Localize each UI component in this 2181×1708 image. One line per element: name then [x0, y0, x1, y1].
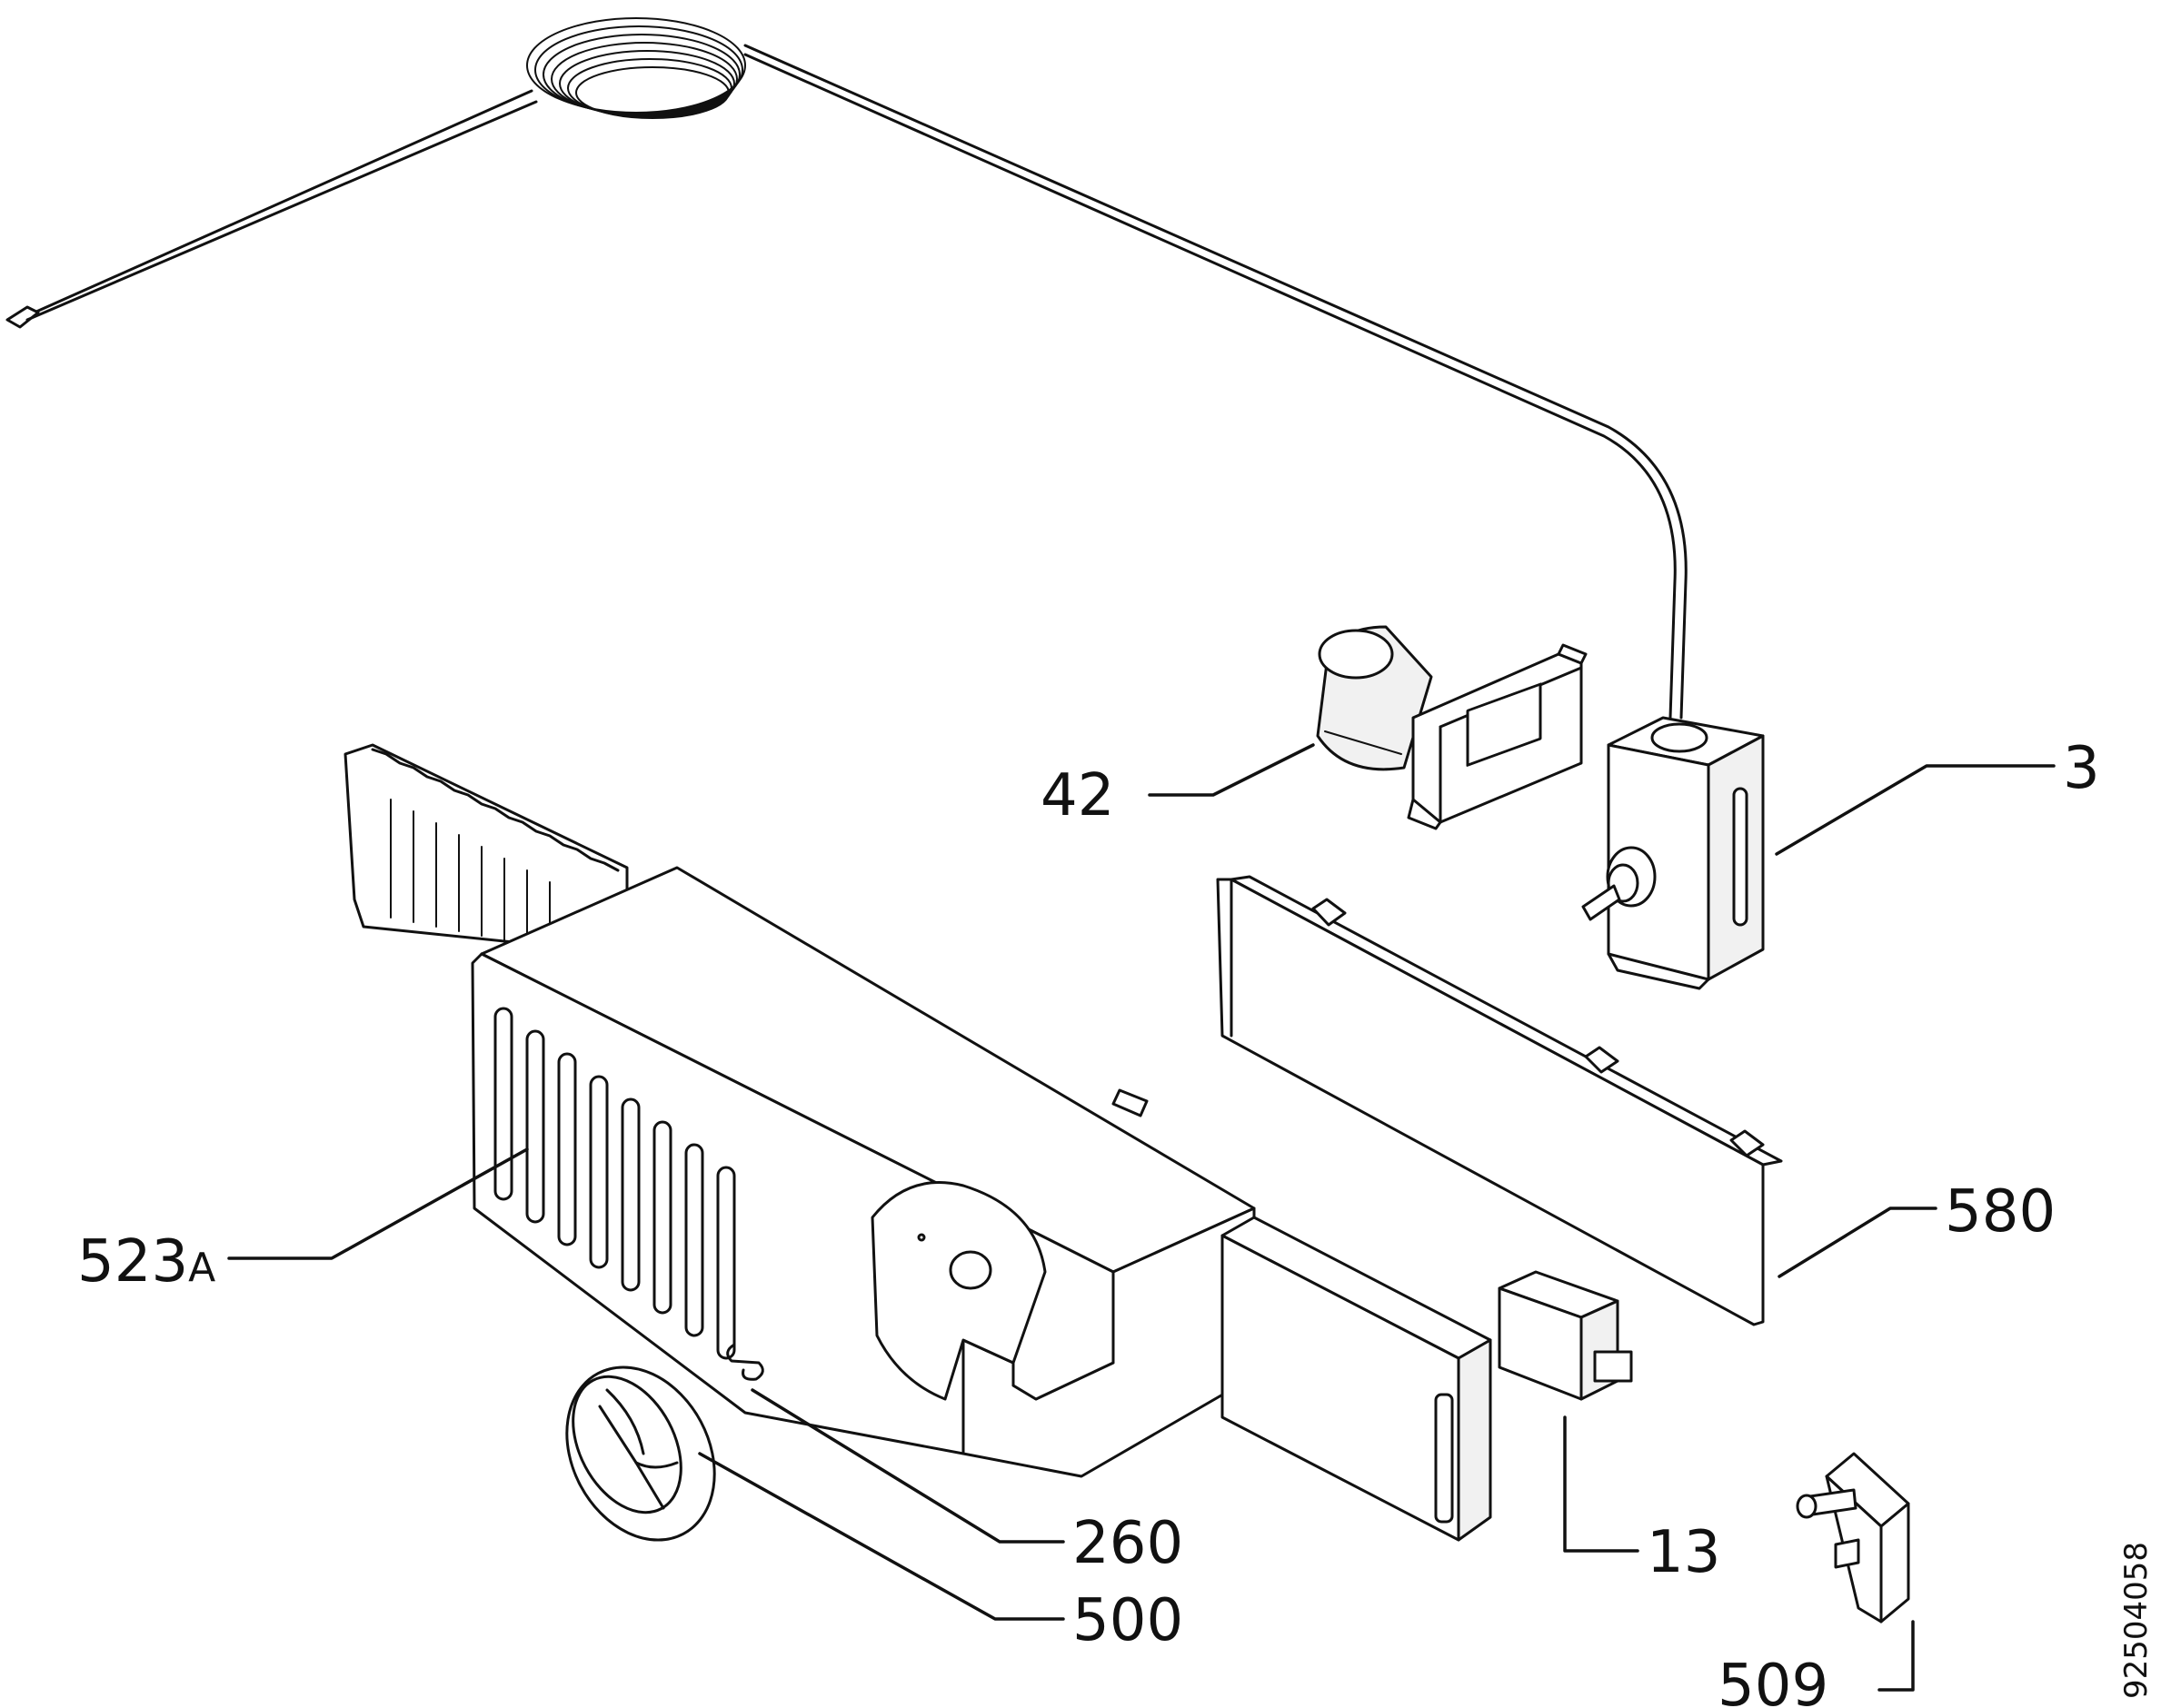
switch-part-13	[1498, 1270, 1633, 1401]
clip-part-509	[1796, 1452, 1910, 1624]
thermostat-shaft	[1581, 846, 1657, 921]
callout-13: 13	[1647, 1519, 1720, 1586]
leader-13	[1563, 1415, 1639, 1553]
leader-42	[1148, 743, 1315, 797]
housing-part-523a	[344, 743, 1256, 1478]
callout-260: 260	[1072, 1510, 1183, 1577]
spring-clip-part-260	[726, 1343, 764, 1381]
leader-500	[698, 1452, 1065, 1621]
lamp-holder-part-42	[1316, 625, 1588, 830]
capillary-coil	[526, 17, 746, 119]
leader-lines	[227, 743, 2056, 1692]
callout-3: 3	[2063, 735, 2100, 802]
leader-580	[1778, 1207, 1937, 1278]
callout-523a: 523A	[77, 1228, 215, 1296]
callout-580: 580	[1945, 1178, 2056, 1246]
leader-260	[751, 1388, 1065, 1544]
capillary-tube	[5, 17, 1688, 720]
leader-523a	[227, 1147, 529, 1260]
thermostat-part-3	[1581, 716, 1765, 990]
knob-part-500	[565, 1365, 716, 1542]
leader-509	[1877, 1620, 1915, 1692]
callout-500: 500	[1072, 1587, 1183, 1654]
housing-rear-ribs	[344, 743, 629, 956]
housing-front-slots	[493, 1007, 736, 1360]
callout-42: 42	[1041, 762, 1114, 829]
cover-panel-part-580	[1216, 875, 1783, 1326]
drawing-number: 92504058	[2118, 1542, 2155, 1699]
leader-3	[1775, 764, 2056, 856]
lamp-cover	[1220, 1216, 1492, 1542]
callout-509: 509	[1718, 1653, 1828, 1708]
